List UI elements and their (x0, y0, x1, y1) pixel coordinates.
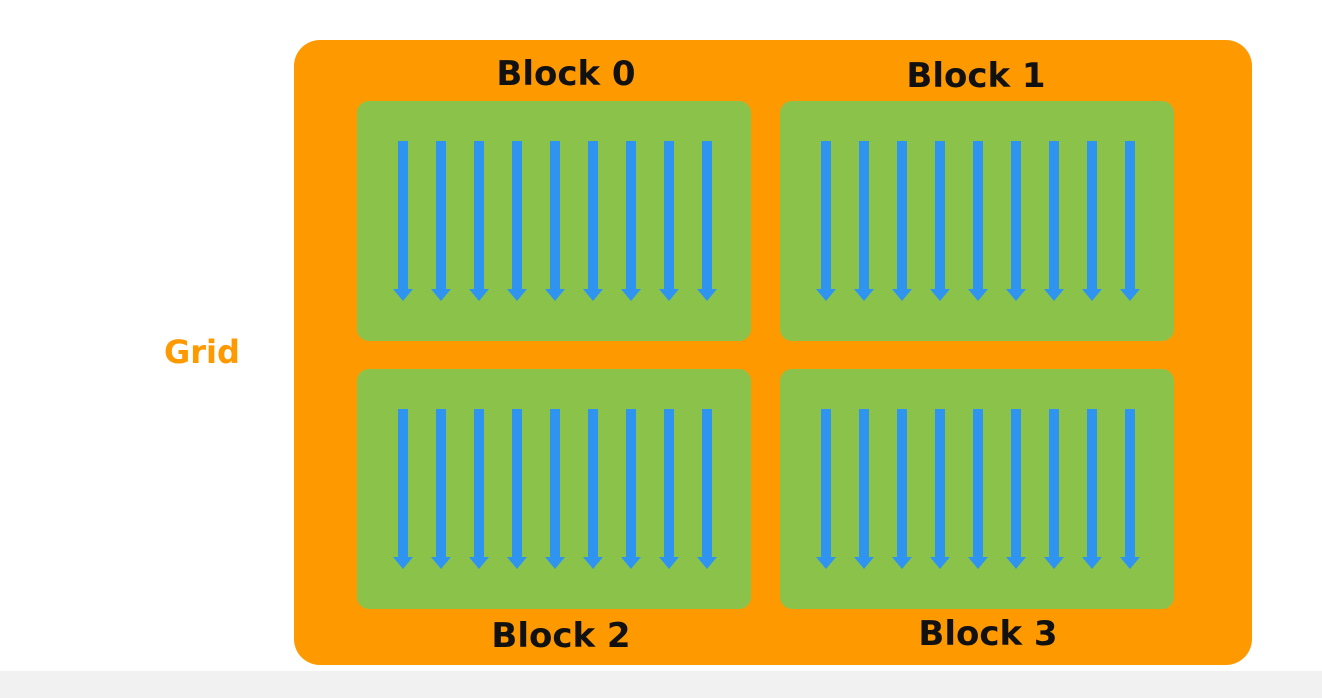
block-1-title: Block 1 (906, 56, 1046, 96)
thread-arrow (816, 141, 836, 301)
block-3-threads (816, 409, 1140, 569)
thread-arrow (621, 141, 641, 301)
block-3 (780, 369, 1174, 609)
thread-arrow (968, 409, 988, 569)
block-2 (357, 369, 751, 609)
thread-arrow (1044, 409, 1064, 569)
grid-label: Grid (164, 333, 240, 371)
thread-arrow (1120, 409, 1140, 569)
thread-arrow (892, 141, 912, 301)
thread-arrow (659, 141, 679, 301)
thread-arrow (393, 141, 413, 301)
block-3-title: Block 3 (918, 614, 1058, 654)
thread-arrow (507, 141, 527, 301)
thread-arrow (930, 141, 950, 301)
thread-arrow (1082, 141, 1102, 301)
block-0-threads (393, 141, 717, 301)
block-1-threads (816, 141, 1140, 301)
block-2-title: Block 2 (491, 616, 631, 656)
block-0-title: Block 0 (496, 54, 636, 94)
thread-arrow (431, 141, 451, 301)
thread-arrow (469, 409, 489, 569)
thread-arrow (1006, 409, 1026, 569)
thread-arrow (583, 141, 603, 301)
thread-arrow (854, 141, 874, 301)
thread-arrow (1120, 141, 1140, 301)
thread-arrow (1006, 141, 1026, 301)
thread-arrow (697, 141, 717, 301)
thread-arrow (659, 409, 679, 569)
thread-arrow (1044, 141, 1064, 301)
bottom-strip (0, 671, 1322, 698)
thread-arrow (621, 409, 641, 569)
thread-arrow (507, 409, 527, 569)
block-2-threads (393, 409, 717, 569)
thread-arrow (583, 409, 603, 569)
thread-arrow (892, 409, 912, 569)
thread-arrow (393, 409, 413, 569)
thread-arrow (469, 141, 489, 301)
thread-arrow (968, 141, 988, 301)
thread-arrow (1082, 409, 1102, 569)
thread-arrow (697, 409, 717, 569)
block-1 (780, 101, 1174, 341)
thread-arrow (854, 409, 874, 569)
thread-arrow (431, 409, 451, 569)
thread-arrow (545, 409, 565, 569)
thread-arrow (545, 141, 565, 301)
thread-arrow (930, 409, 950, 569)
block-0 (357, 101, 751, 341)
thread-arrow (816, 409, 836, 569)
